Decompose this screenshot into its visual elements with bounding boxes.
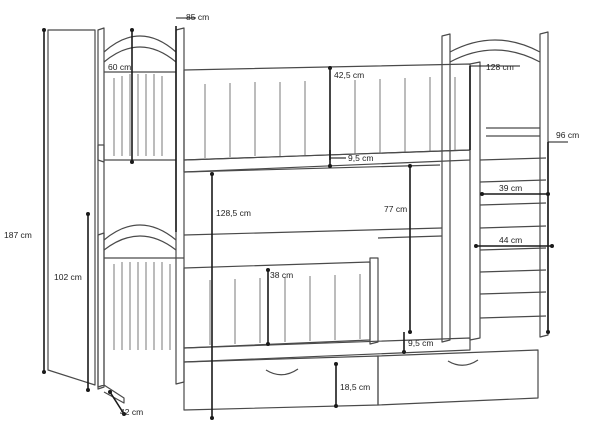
ladder [469,61,547,341]
drawers [183,349,539,411]
label-upper-guard: 42,5 cm [334,70,364,80]
label-step-44: 44 cm [499,235,522,245]
lower-guard-slats [209,274,361,345]
label-ladder-width: 96 cm [556,130,579,140]
label-ladder-side: 128,5 cm [216,208,251,218]
label-lower-guard: 38 cm [270,270,293,280]
dimension-lines [42,17,568,420]
label-lower-height: 102 cm [54,272,82,282]
upper-headboard-slats [113,74,163,156]
label-lower-gap: 9,5 cm [408,338,434,348]
label-foot: 42 cm [120,407,143,417]
lower-headboard-slats [113,262,171,350]
label-width: 85 cm [186,12,209,22]
label-top-length: 128 cm [486,62,514,72]
label-headboard: 60 cm [108,62,131,72]
label-drawer-height: 18,5 cm [340,382,370,392]
label-upper-gap: 9,5 cm [348,153,374,163]
bed-frame [47,27,549,411]
upper-guard-slats [204,77,456,158]
label-total-height: 187 cm [4,230,32,240]
label-mid-height: 77 cm [384,204,407,214]
label-step-39: 39 cm [499,183,522,193]
dimension-labels: 187 cm 102 cm 85 cm 60 cm 42,5 cm 9,5 cm… [4,12,579,417]
